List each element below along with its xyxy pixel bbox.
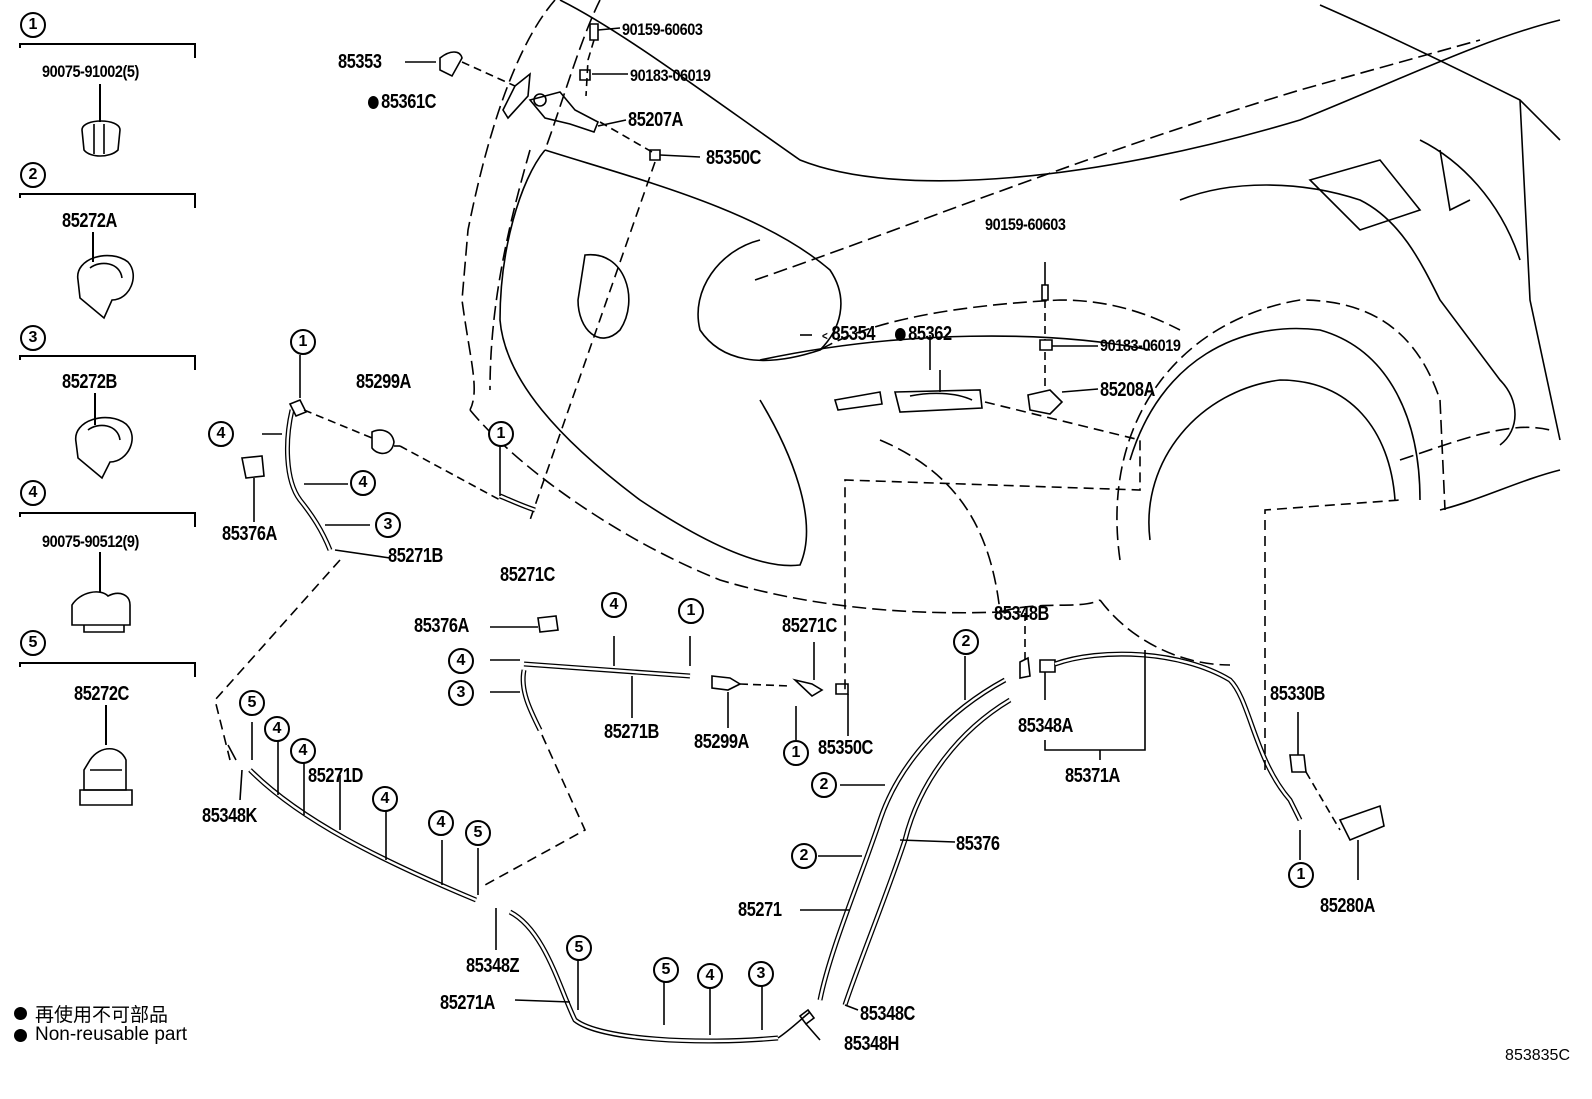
label-85280A: 85280A bbox=[1320, 895, 1375, 917]
callout-3: 3 bbox=[448, 680, 474, 706]
callout-4: 4 bbox=[208, 421, 234, 447]
label-85271C-center: 85271C bbox=[782, 615, 837, 637]
label-85350C-top: 85350C bbox=[706, 147, 761, 169]
legend-clip-icons bbox=[71, 120, 134, 806]
label-85348Z: 85348Z bbox=[466, 955, 520, 977]
legend-callout-1: 1 bbox=[20, 12, 46, 38]
callout-3: 3 bbox=[748, 961, 774, 987]
label-85330B: 85330B bbox=[1270, 683, 1325, 705]
callout-2: 2 bbox=[791, 843, 817, 869]
label-85208A: 85208A bbox=[1100, 379, 1155, 401]
non-reusable-bullet-icon bbox=[368, 96, 379, 110]
callout-4: 4 bbox=[697, 963, 723, 989]
callout-1: 1 bbox=[290, 329, 316, 355]
label-85354-text: 85354 bbox=[831, 323, 876, 345]
legend-jp: 再使用不可部品 bbox=[14, 1000, 168, 1027]
callout-1: 1 bbox=[488, 421, 514, 447]
legend-part-4: 90075-90512(9) bbox=[42, 532, 139, 551]
lower-hose bbox=[227, 722, 821, 1044]
middle-nozzle-parts bbox=[833, 262, 1141, 690]
upper-nozzle-parts bbox=[405, 23, 701, 521]
car-body-outline bbox=[461, 0, 1561, 666]
label-85361C-text: 85361C bbox=[381, 91, 437, 113]
label-85371A: 85371A bbox=[1065, 765, 1120, 787]
callout-5: 5 bbox=[566, 935, 592, 961]
callout-4: 4 bbox=[428, 810, 454, 836]
callout-4: 4 bbox=[350, 470, 376, 496]
right-hoses bbox=[800, 499, 1401, 1011]
legend-callout-4: 4 bbox=[20, 480, 46, 506]
label-85376A-center: 85376A bbox=[414, 615, 469, 637]
label-85299A-center: 85299A bbox=[694, 731, 749, 753]
label-85271B-left: 85271B bbox=[388, 545, 443, 567]
callout-4: 4 bbox=[372, 786, 398, 812]
label-85348C: 85348C bbox=[860, 1003, 915, 1025]
callout-1: 1 bbox=[783, 740, 809, 766]
callout-5: 5 bbox=[653, 957, 679, 983]
callout-1: 1 bbox=[1288, 862, 1314, 888]
callout-4: 4 bbox=[448, 648, 474, 674]
legend-callout-3: 3 bbox=[20, 325, 46, 351]
callout-4: 4 bbox=[601, 592, 627, 618]
label-90183-top: 90183-06019 bbox=[630, 66, 711, 85]
label-85299A-top: 85299A bbox=[356, 371, 411, 393]
callout-2: 2 bbox=[811, 772, 837, 798]
legend-callout-5: 5 bbox=[20, 630, 46, 656]
label-85348H: 85348H bbox=[844, 1033, 899, 1055]
label-85348A: 85348A bbox=[1018, 715, 1073, 737]
label-85354: < 85354 bbox=[822, 323, 876, 345]
legend-part-3: 85272B bbox=[62, 371, 117, 393]
callout-1: 1 bbox=[678, 598, 704, 624]
center-hose bbox=[484, 615, 849, 886]
label-leaders bbox=[800, 334, 931, 370]
legend-part-1: 90075-91002(5) bbox=[42, 62, 139, 81]
legend-jp-text: 再使用不可部品 bbox=[35, 1005, 169, 1026]
callout-4: 4 bbox=[290, 738, 316, 764]
label-85362-text: 85362 bbox=[908, 323, 952, 345]
label-85271B-center: 85271B bbox=[604, 721, 659, 743]
legend-en-text: Non-reusable part bbox=[35, 1024, 188, 1045]
legend-part-5: 85272C bbox=[74, 683, 129, 705]
callout-5: 5 bbox=[239, 690, 265, 716]
label-85207A: 85207A bbox=[628, 109, 683, 131]
label-85348B: 85348B bbox=[994, 603, 1049, 625]
non-reusable-dot-icon bbox=[14, 1028, 27, 1042]
label-85348K: 85348K bbox=[202, 805, 257, 827]
legend-part-2: 85272A bbox=[62, 210, 117, 232]
label-85362: 85362 bbox=[895, 324, 952, 344]
legend-box-brackets bbox=[19, 43, 196, 745]
non-reusable-dot-icon bbox=[14, 1007, 27, 1020]
left-hose bbox=[214, 355, 536, 761]
label-90183-mid: 90183-06019 bbox=[1100, 336, 1181, 355]
label-90159-top: 90159-60603 bbox=[622, 20, 703, 39]
label-85361C: 85361C bbox=[368, 91, 437, 113]
label-85350C-center: 85350C bbox=[818, 737, 873, 759]
label-85376: 85376 bbox=[956, 833, 1000, 855]
figure-number: 853835C bbox=[1505, 1047, 1570, 1064]
label-90159-mid: 90159-60603 bbox=[985, 215, 1066, 234]
callout-5: 5 bbox=[465, 820, 491, 846]
label-85271A: 85271A bbox=[440, 992, 495, 1014]
label-85353: 85353 bbox=[338, 51, 382, 73]
callout-2: 2 bbox=[953, 629, 979, 655]
callout-3: 3 bbox=[375, 512, 401, 538]
non-reusable-bullet-icon bbox=[895, 328, 906, 342]
label-85271: 85271 bbox=[738, 899, 782, 921]
label-85376A-left: 85376A bbox=[222, 523, 277, 545]
legend-en: Non-reusable part bbox=[14, 1024, 187, 1046]
label-85271D: 85271D bbox=[308, 765, 363, 787]
label-85271C-mid: 85271C bbox=[500, 564, 555, 586]
callout-4: 4 bbox=[264, 716, 290, 742]
legend-callout-2: 2 bbox=[20, 162, 46, 188]
